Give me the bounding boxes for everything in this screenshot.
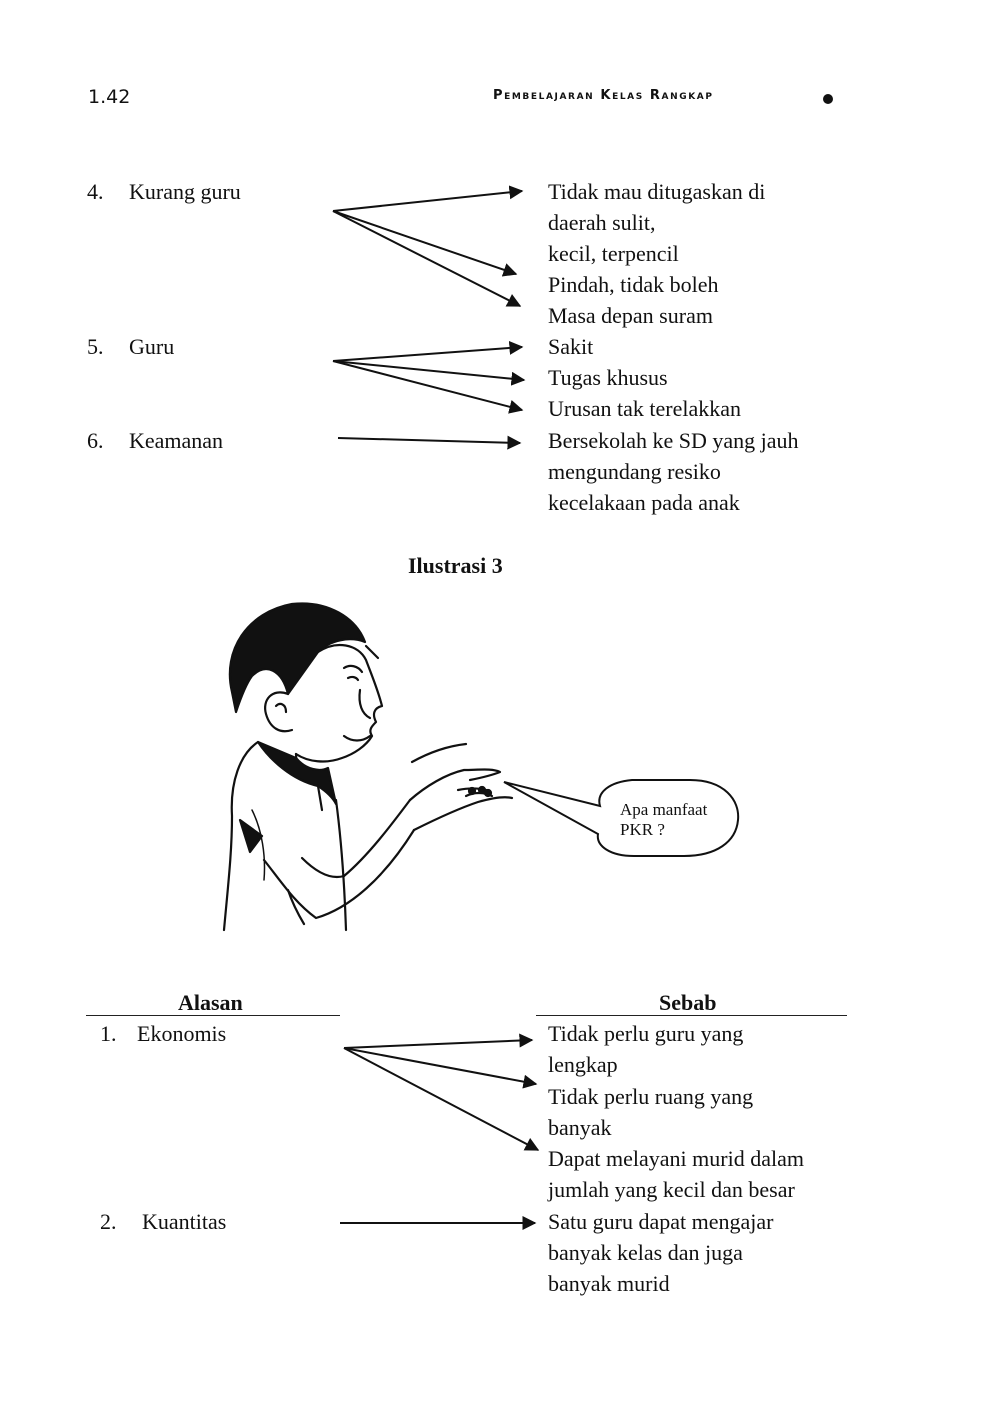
problem-5-effect: Urusan tak terelakkan [548, 396, 742, 421]
reason-1-number: 1. [100, 1021, 117, 1046]
arrow-icon [343, 1033, 534, 1049]
problem-4-label: Kurang guru [129, 179, 241, 204]
problem-4-effect: daerah sulit, [548, 210, 656, 235]
arrow-icon [343, 1047, 540, 1151]
problem-4-effect: Pindah, tidak boleh [548, 272, 719, 297]
reason-2-effect: banyak murid [548, 1271, 670, 1296]
illustration-title: Ilustrasi 3 [408, 553, 503, 578]
running-header: Pembelajaran Kelas Rangkap [493, 88, 714, 103]
reason-1-effect: jumlah yang kecil dan besar [548, 1177, 795, 1202]
problem-5-label: Guru [129, 334, 175, 359]
problem-4-effect: Masa depan suram [548, 303, 713, 328]
problem-4-effect: kecil, terpencil [548, 241, 679, 266]
header-rule-left [86, 1015, 340, 1016]
problem-5-effect: Sakit [548, 334, 594, 359]
speech-bubble-line: Apa manfaat [620, 800, 708, 819]
reason-1-effect: Tidak perlu guru yang [548, 1021, 744, 1046]
problem-4-effect: Tidak mau ditugaskan di [548, 179, 766, 204]
problem-4-number: 4. [87, 179, 104, 204]
column-header-alasan: Alasan [178, 990, 243, 1015]
reason-2-number: 2. [100, 1209, 117, 1234]
teacher-illustration-icon [222, 602, 514, 932]
problem-6-effect: mengundang resiko [548, 459, 721, 484]
reason-1-effect: Tidak perlu ruang yang [548, 1084, 754, 1109]
problem-5-effect: Tugas khusus [548, 365, 668, 390]
reason-2-effect: Satu guru dapat mengajar [548, 1209, 774, 1234]
arrow-icon [332, 360, 524, 414]
problem-6-label: Keamanan [129, 428, 224, 453]
arrow-icon [332, 340, 524, 362]
reason-2-effect: banyak kelas dan juga [548, 1240, 743, 1265]
arrow-icon [332, 360, 526, 386]
column-header-sebab: Sebab [659, 990, 717, 1015]
reason-1-effect: Dapat melayani murid dalam [548, 1146, 804, 1171]
speech-bubble [503, 779, 740, 857]
problem-6-effect: Bersekolah ke SD yang jauh [548, 428, 799, 453]
header-bullet-icon [823, 94, 833, 104]
arrow-icon [332, 185, 524, 212]
arrow-icon [337, 435, 522, 450]
speech-bubble-line: PKR ? [620, 820, 665, 839]
reason-1-effect: banyak [548, 1115, 612, 1140]
problem-6-number: 6. [87, 428, 104, 453]
reason-1-effect: lengkap [548, 1052, 618, 1077]
reason-2-label: Kuantitas [142, 1209, 227, 1234]
arrow-icon [332, 210, 518, 277]
problem-5-number: 5. [87, 334, 104, 359]
reason-1-label: Ekonomis [137, 1021, 227, 1046]
arrow-icon [332, 210, 522, 307]
arrow-icon [343, 1047, 538, 1089]
header-rule-right [536, 1015, 847, 1016]
page-number: 1.42 [88, 86, 131, 108]
problem-6-effect: kecelakaan pada anak [548, 490, 740, 515]
speech-bubble-text: Apa manfaat PKR ? [620, 800, 707, 840]
